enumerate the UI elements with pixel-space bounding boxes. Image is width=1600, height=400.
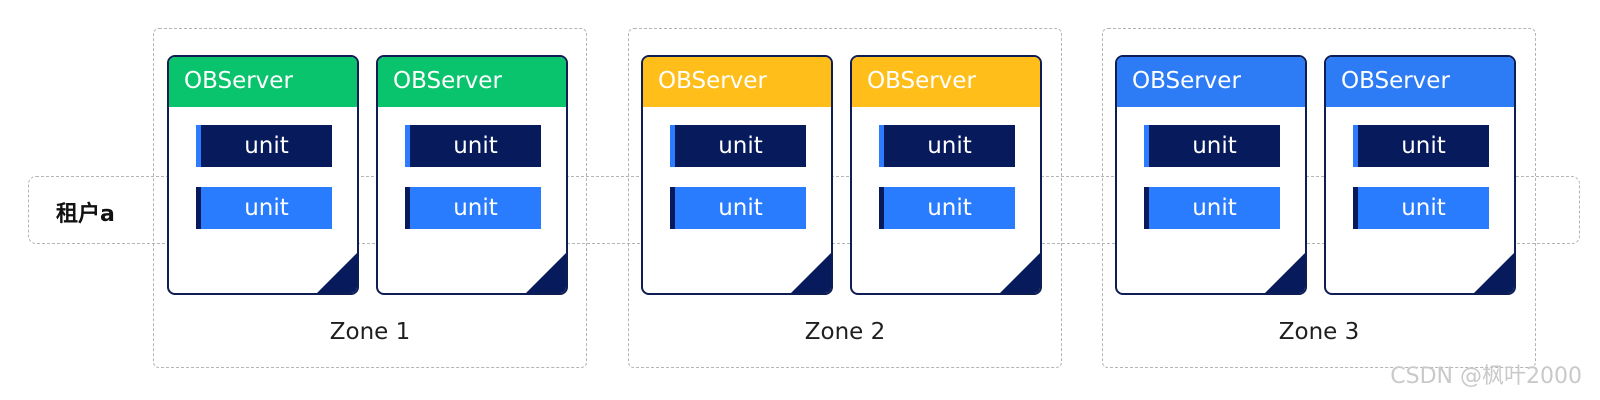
observer-title: OBServer	[852, 57, 1040, 107]
zone-label: Zone 3	[1278, 319, 1360, 345]
folded-corner-icon	[522, 249, 566, 293]
unit-box: unit	[405, 187, 541, 229]
unit-box: unit	[670, 125, 806, 167]
zone-3: Zone 3	[1102, 28, 1536, 368]
zone-1: Zone 1	[153, 28, 587, 368]
unit-box: unit	[405, 125, 541, 167]
watermark: CSDN @枫叶2000	[1390, 364, 1582, 389]
observer-title: OBServer	[1117, 57, 1305, 107]
folded-corner-icon	[313, 249, 357, 293]
observer-card: OBServer unit unit	[1324, 55, 1516, 295]
unit-box: unit	[670, 187, 806, 229]
folded-corner-icon	[1261, 249, 1305, 293]
folded-corner-icon	[787, 249, 831, 293]
tenant-label: 租户a	[56, 202, 115, 227]
observer-card: OBServer unit unit	[167, 55, 359, 295]
unit-box: unit	[196, 125, 332, 167]
zone-label: Zone 1	[329, 319, 411, 345]
observer-title: OBServer	[169, 57, 357, 107]
unit-box: unit	[1144, 187, 1280, 229]
unit-box: unit	[1144, 125, 1280, 167]
folded-corner-icon	[1470, 249, 1514, 293]
unit-box: unit	[1353, 187, 1489, 229]
observer-title: OBServer	[378, 57, 566, 107]
unit-box: unit	[879, 187, 1015, 229]
observer-card: OBServer unit unit	[376, 55, 568, 295]
observer-card: OBServer unit unit	[850, 55, 1042, 295]
folded-corner-icon	[996, 249, 1040, 293]
unit-box: unit	[879, 125, 1015, 167]
unit-box: unit	[196, 187, 332, 229]
zone-2: Zone 2	[628, 28, 1062, 368]
zone-label: Zone 2	[804, 319, 886, 345]
observer-title: OBServer	[1326, 57, 1514, 107]
observer-card: OBServer unit unit	[1115, 55, 1307, 295]
observer-card: OBServer unit unit	[641, 55, 833, 295]
unit-box: unit	[1353, 125, 1489, 167]
observer-title: OBServer	[643, 57, 831, 107]
